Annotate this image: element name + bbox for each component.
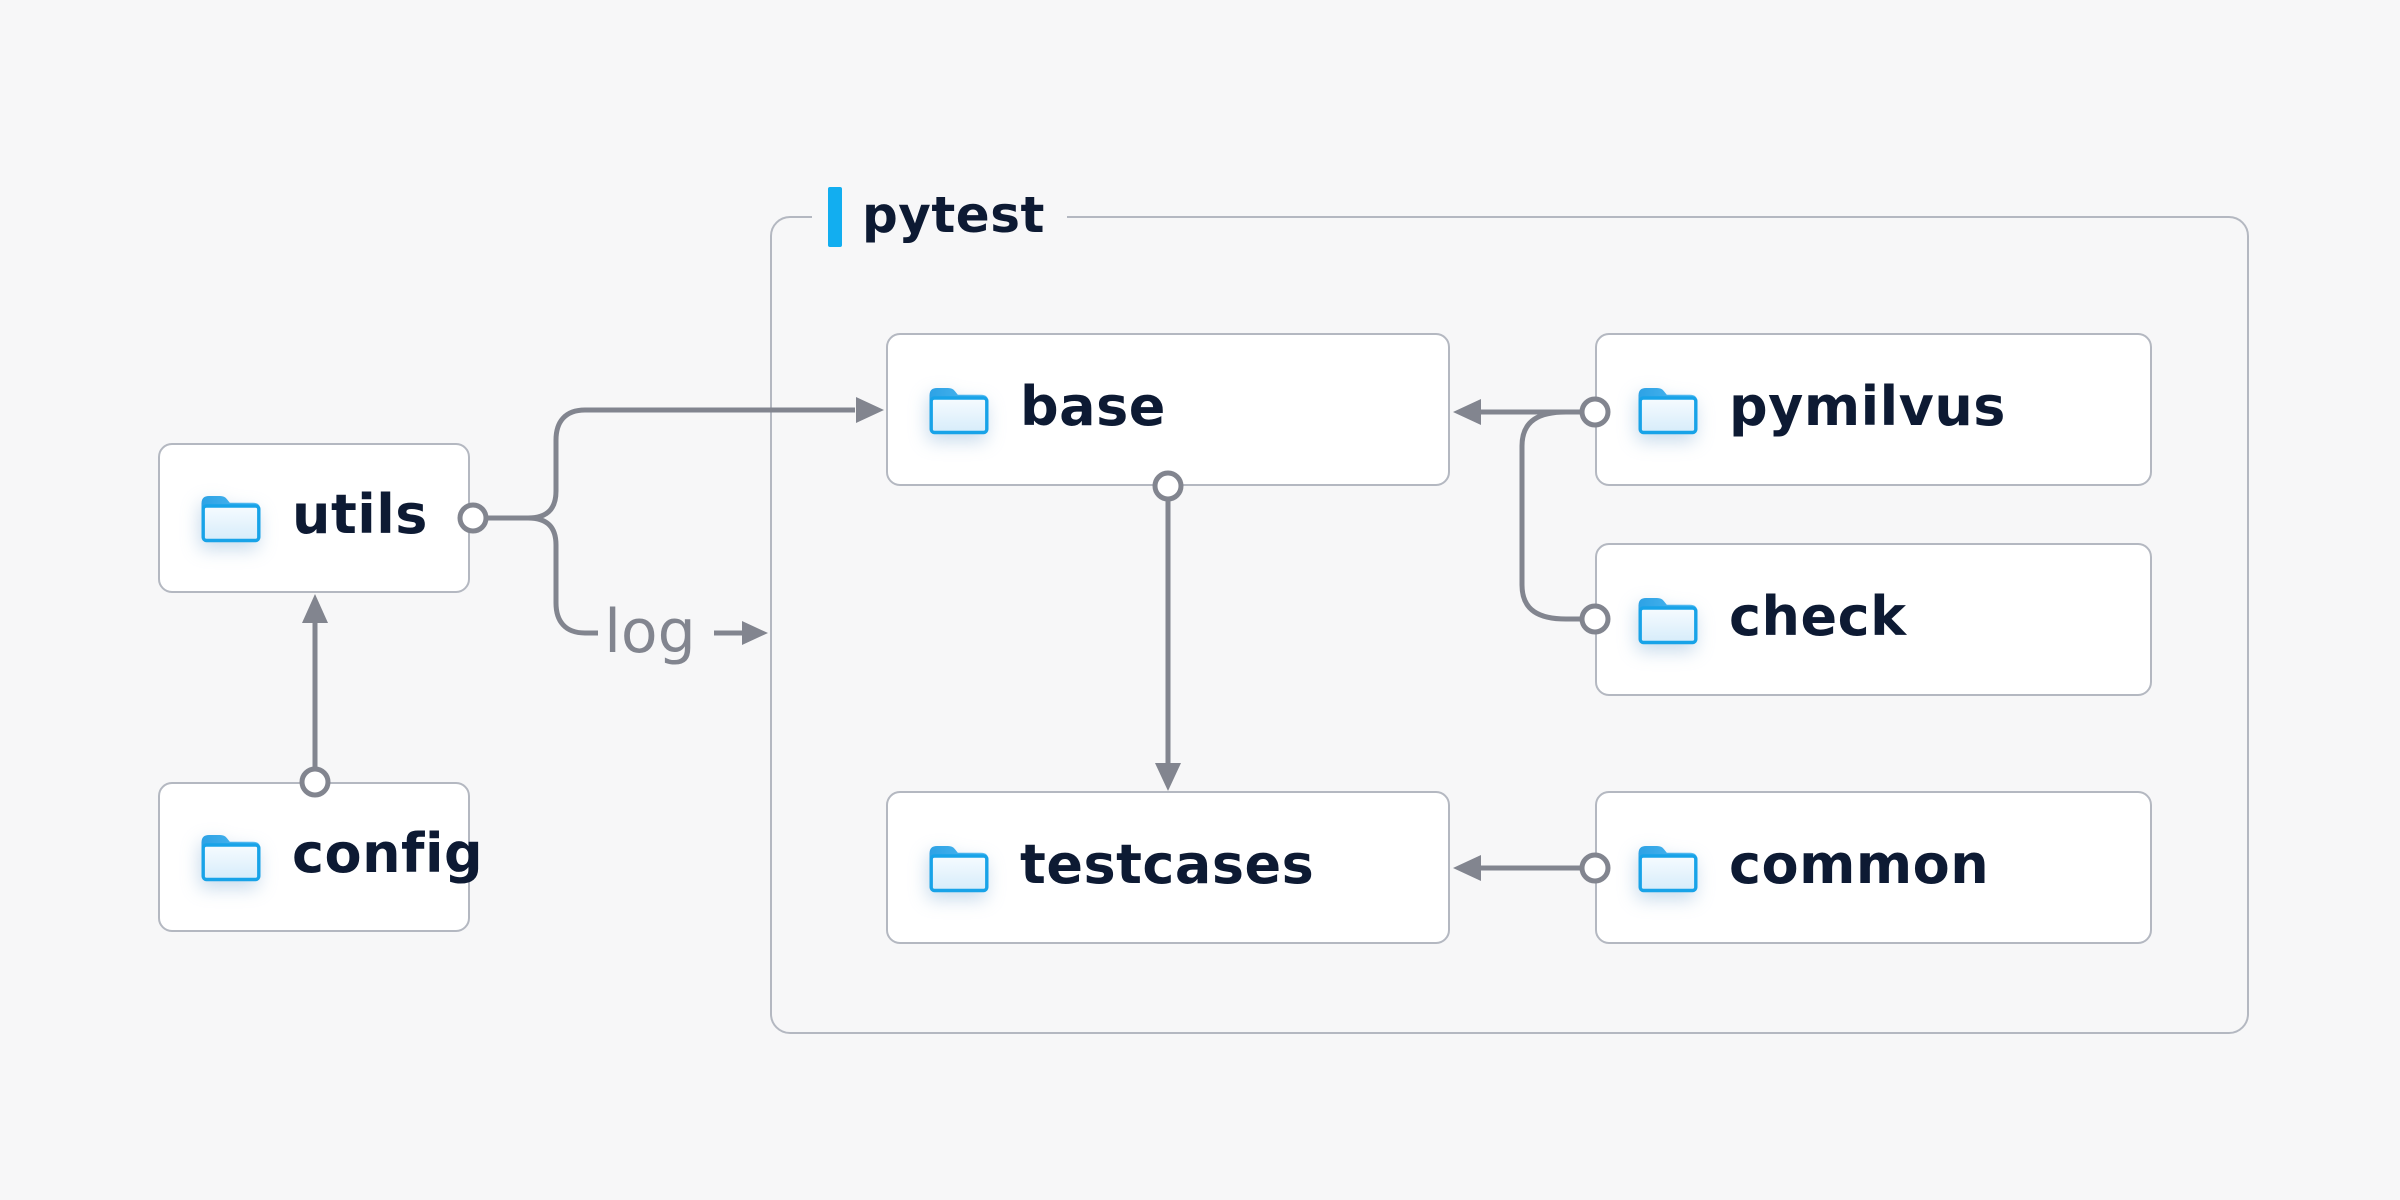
- folder-icon: [198, 490, 264, 546]
- node-config-label: config: [292, 822, 484, 885]
- node-testcases: testcases: [886, 791, 1450, 944]
- pytest-label: pytest: [812, 184, 1067, 250]
- node-check-label: check: [1729, 584, 1907, 648]
- node-pymilvus: pymilvus: [1595, 333, 2152, 486]
- pytest-label-text: pytest: [862, 186, 1045, 244]
- folder-icon: [1635, 840, 1701, 896]
- edge-utils-log-line: [527, 515, 598, 636]
- node-pymilvus-label: pymilvus: [1729, 374, 2006, 438]
- folder-icon: [1635, 382, 1701, 438]
- accent-bar-icon: [828, 187, 842, 247]
- node-utils: utils: [158, 443, 470, 593]
- node-check: check: [1595, 543, 2152, 696]
- node-base: base: [886, 333, 1450, 486]
- folder-icon: [1635, 592, 1701, 648]
- folder-icon: [198, 829, 264, 885]
- folder-icon: [926, 382, 992, 438]
- node-utils-label: utils: [292, 483, 428, 546]
- node-common-label: common: [1729, 832, 1990, 896]
- pytest-container: pytest: [770, 184, 2249, 1034]
- node-config: config: [158, 782, 483, 932]
- node-common: common: [1595, 791, 2152, 944]
- arrowhead-into-utils: [302, 594, 328, 623]
- arrowhead-log: [742, 621, 768, 645]
- folder-icon: [926, 840, 992, 896]
- node-testcases-label: testcases: [1020, 832, 1315, 896]
- log-edge-label: log: [604, 597, 696, 667]
- node-base-label: base: [1020, 374, 1166, 438]
